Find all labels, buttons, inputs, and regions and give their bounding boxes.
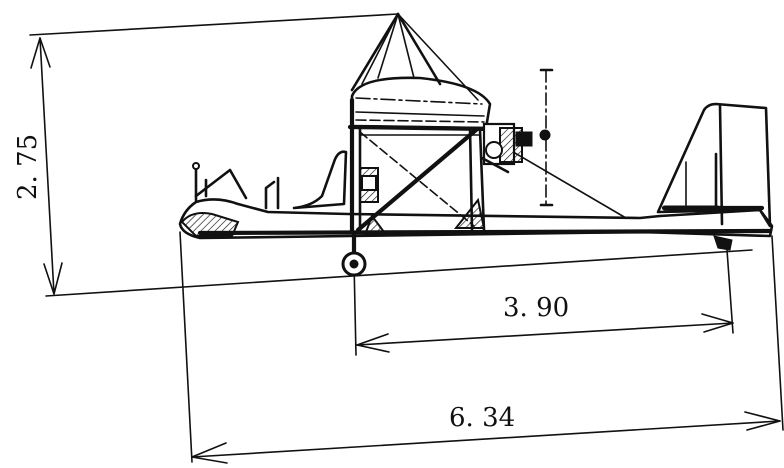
height-arrow-top (30, 37, 51, 69)
wheelbase-label: 3. 90 (503, 293, 569, 323)
wheelbase-dimension-line (356, 322, 734, 346)
length-extension-right (771, 235, 784, 431)
wheelbase-extension-left (353, 261, 357, 356)
fuselage (178, 197, 774, 240)
wheelbase-arrow-right (701, 313, 734, 333)
cockpit (192, 150, 379, 210)
length-dimension-line (191, 420, 781, 458)
height-label: 2. 75 (13, 134, 43, 200)
height-extension-bottom (45, 249, 753, 297)
main-landing-gear (341, 231, 367, 277)
propeller (539, 68, 554, 207)
height-arrow-bottom (43, 262, 63, 295)
tail-fin (656, 102, 772, 251)
wheelbase-arrow-left (356, 333, 390, 353)
height-dimension-line (39, 37, 55, 295)
height-dimension: 2. 75 (13, 13, 753, 297)
height-extension-top (29, 13, 399, 36)
wheelbase-dimension: 3. 90 (353, 249, 734, 356)
kingpost-rigging (350, 12, 479, 101)
aircraft (178, 12, 774, 277)
engine (480, 122, 551, 174)
length-arrow-right (744, 411, 781, 431)
length-extension-left (179, 231, 193, 463)
wing (347, 76, 493, 132)
length-label: 6. 34 (449, 403, 515, 433)
wheelbase-extension-right (726, 249, 734, 334)
length-arrow-left (191, 442, 228, 464)
length-dimension: 6. 34 (179, 231, 784, 464)
